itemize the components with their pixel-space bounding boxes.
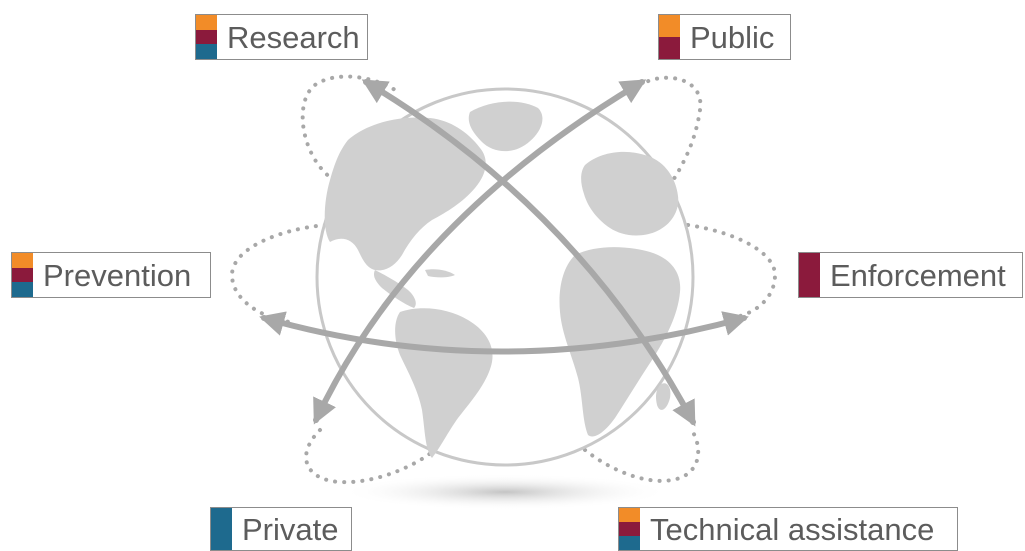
label-technical-assistance: Technical assistance — [618, 507, 958, 551]
prevention-label: Prevention — [43, 257, 192, 293]
public-label: Public — [690, 19, 775, 55]
research-swatch — [196, 15, 217, 60]
orbit-loop-right — [686, 223, 778, 320]
arrows — [259, 79, 749, 427]
label-research: Research — [195, 14, 368, 60]
arrow-public-private — [313, 79, 647, 425]
orbit-loop-bottom-right — [583, 426, 701, 483]
label-private: Private — [210, 507, 352, 551]
arrow-prevention-enforcement — [259, 311, 749, 355]
technical-assistance-swatch — [619, 508, 640, 550]
swatch-crimson — [799, 253, 820, 297]
research-label: Research — [227, 19, 360, 55]
label-prevention: Prevention — [11, 252, 211, 298]
swatch-teal — [196, 44, 217, 60]
orbit-loop-bottom-left — [304, 428, 434, 485]
swatch-teal — [619, 536, 640, 550]
globe-shadow — [340, 474, 670, 510]
swatch-orange — [659, 15, 680, 37]
swatch-crimson — [619, 522, 640, 536]
prevention-swatch — [12, 253, 33, 298]
swatch-teal — [211, 508, 232, 550]
enforcement-swatch — [799, 253, 820, 297]
swatch-crimson — [12, 267, 33, 283]
orbit-loop-left — [229, 223, 327, 324]
technical-assistance-label: Technical assistance — [650, 511, 935, 547]
globe — [315, 87, 695, 467]
label-public: Public — [658, 14, 791, 60]
swatch-teal — [12, 282, 33, 298]
enforcement-label: Enforcement — [830, 257, 1006, 293]
swatch-orange — [619, 508, 640, 522]
swatch-crimson — [196, 29, 217, 45]
swatch-crimson — [659, 37, 680, 59]
private-swatch — [211, 508, 232, 550]
swatch-orange — [12, 253, 33, 268]
public-swatch — [659, 15, 680, 59]
private-label: Private — [242, 511, 339, 547]
label-enforcement: Enforcement — [798, 252, 1023, 298]
swatch-orange — [196, 15, 217, 30]
